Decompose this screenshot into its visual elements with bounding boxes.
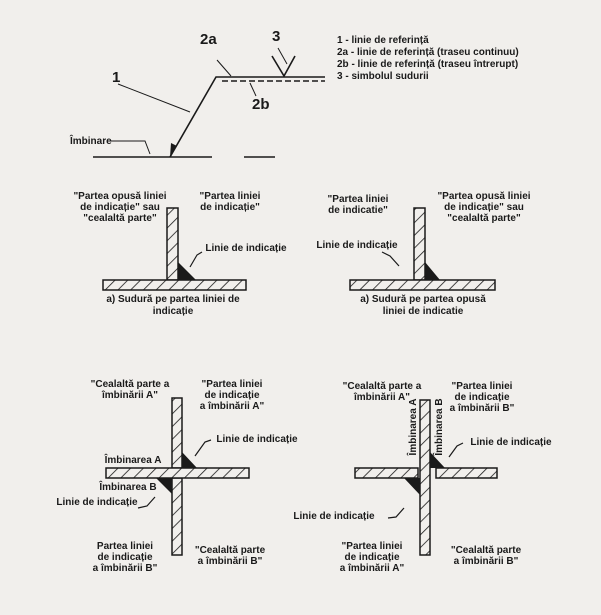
label-arrow-side-a: de indicație	[344, 552, 399, 563]
label-arrow-side: de indicație"	[200, 202, 260, 213]
label-other-side-a: "Cealaltă parte a	[343, 381, 422, 392]
label-other-side-b: "Cealaltă parte	[451, 545, 522, 556]
label-arrow-side-a: "Partea liniei	[202, 379, 263, 390]
label-arrow-side-a: a îmbinării A"	[200, 401, 265, 412]
leader-1	[117, 83, 191, 113]
legend: 1 - linie de referință 2a - linie de ref…	[337, 35, 519, 82]
horizontal-plate	[102, 279, 247, 291]
label-arrow-side-a: a îmbinării A"	[340, 563, 405, 574]
reference-line-diagram: 2a 3 1 2b Îmbinare 1 - linie de referinț…	[69, 28, 519, 158]
weld-fillet-bottom	[404, 478, 420, 495]
weld-fillet	[178, 262, 196, 280]
label-other-side-a: "Cealaltă parte a	[91, 379, 170, 390]
label-arrow-side-b: de indicație	[454, 392, 509, 403]
label-arrow-side: de indicatie"	[328, 205, 388, 216]
figure-b-left: "Cealaltă parte a îmbinării A" "Partea l…	[56, 379, 298, 574]
label-arrow-side-b: a îmbinării B"	[450, 403, 515, 414]
label-other-side: "cealaltă parte"	[83, 213, 157, 224]
arrow-head	[170, 143, 177, 157]
arrow-line-b	[137, 496, 156, 509]
figure-b-right: "Cealaltă parte a îmbinării A" "Partea l…	[293, 381, 552, 574]
label-arrow-side-b: a îmbinării B"	[93, 563, 158, 574]
figure-a-left: "Partea opusă liniei de indicație" sau "…	[73, 191, 287, 317]
label-other-side: "Partea opusă liniei	[437, 191, 530, 202]
label-arrow-side: "Partea liniei	[200, 191, 261, 202]
figure-caption: liniei de indicatie	[383, 306, 464, 317]
label-other-side-a: îmbinării A"	[101, 390, 158, 401]
label-1: 1	[112, 69, 120, 86]
label-arrow-line-bottom: Linie de indicație	[293, 511, 375, 522]
label-arrow-side-a: de indicație	[204, 390, 259, 401]
arrow-line-a	[194, 439, 212, 457]
weld-fillet-top	[430, 452, 445, 468]
horizontal-plate-left	[354, 467, 419, 479]
label-arrow-line: Linie de indicație	[316, 240, 398, 251]
label-other-side-b: "Cealaltă parte	[195, 545, 266, 556]
figure-caption: a) Sudură pe partea liniei de	[106, 294, 240, 305]
legend-item: 1 - linie de referință	[337, 35, 429, 46]
legend-item: 2b - linie de referință (traseu întrerup…	[337, 59, 518, 70]
label-arrow-side-b: "Partea liniei	[452, 381, 513, 392]
label-other-side: "Partea opusă liniei	[73, 191, 166, 202]
reference-line-continuous	[169, 76, 325, 158]
weld-fillet-b	[156, 478, 172, 494]
arrow-line-top	[448, 442, 464, 458]
weld-fillet	[425, 262, 440, 280]
figure-a-right: "Partea liniei de indicatie" "Partea opu…	[316, 191, 530, 317]
arrow-line-bottom	[387, 507, 405, 519]
label-other-side-b: a îmbinării B"	[198, 556, 263, 567]
leader-3	[277, 47, 288, 65]
label-arrow-side: "Partea liniei	[328, 194, 389, 205]
label-joint: Îmbinare	[69, 134, 112, 147]
leader-2a	[216, 59, 232, 77]
label-arrow-side-b: de indicație	[97, 552, 152, 563]
label-joint-b: Îmbinarea B	[98, 480, 156, 493]
horizontal-plate	[349, 279, 496, 291]
label-joint-b: Îmbinarea B	[432, 398, 445, 456]
vertical-plate	[166, 207, 179, 281]
horizontal-plate	[105, 467, 250, 479]
vertical-plate	[413, 207, 426, 281]
label-arrow-line: Linie de indicație	[205, 243, 287, 254]
leader-2b	[249, 82, 257, 97]
horizontal-plate-right	[435, 467, 498, 479]
weld-symbol	[271, 55, 296, 78]
label-other-side: de indicație" sau	[444, 202, 524, 213]
label-joint-a: Îmbinarea A	[104, 453, 162, 466]
figure-caption: indicație	[153, 306, 194, 317]
figure-caption: a) Sudură pe partea opusă	[360, 294, 486, 305]
weld-fillet-a	[182, 452, 197, 468]
label-other-side-b: a îmbinării B"	[454, 556, 519, 567]
label-arrow-side-b: Partea liniei	[97, 541, 153, 552]
vertical-plate-bottom	[171, 477, 183, 556]
label-arrow-side-a: "Partea liniei	[342, 541, 403, 552]
label-other-side-a: îmbinării A"	[353, 392, 410, 403]
label-2a: 2a	[200, 31, 217, 48]
legend-item: 2a - linie de referință (traseu continuu…	[337, 47, 519, 58]
label-arrow-line-b: Linie de indicație	[56, 497, 138, 508]
leader-joint	[108, 140, 151, 155]
label-joint-a: Îmbinarea A	[406, 399, 419, 457]
label-3: 3	[272, 28, 280, 45]
label-2b: 2b	[252, 96, 270, 113]
arrow-line	[189, 251, 203, 268]
arrow-line	[381, 251, 400, 267]
vertical-plate-top	[171, 397, 183, 469]
label-arrow-line-top: Linie de indicație	[470, 437, 552, 448]
label-arrow-line-a: Linie de indicație	[216, 434, 298, 445]
legend-item: 3 - simbolul sudurii	[337, 71, 429, 82]
label-other-side: de indicație" sau	[80, 202, 160, 213]
label-other-side: "cealaltă parte"	[447, 213, 521, 224]
vertical-plate	[419, 399, 431, 556]
